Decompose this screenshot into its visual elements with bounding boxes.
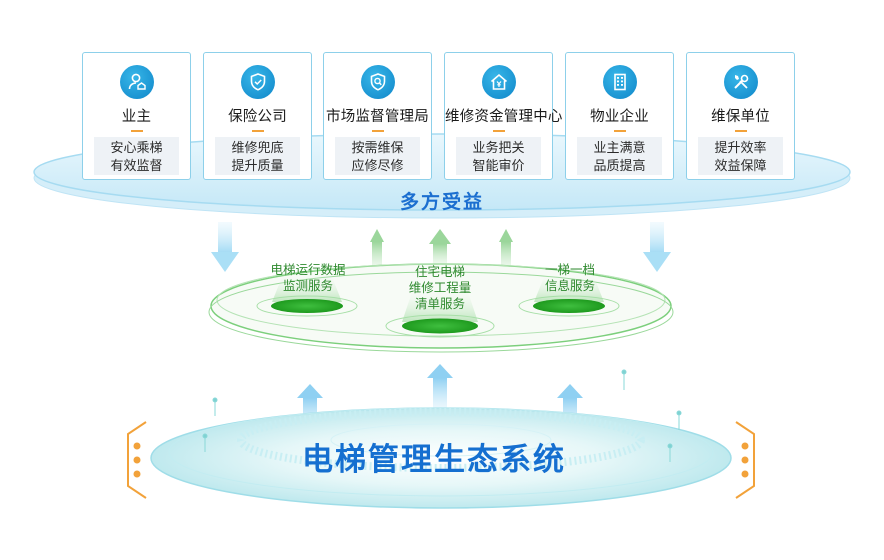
down-arrow-left [211, 222, 239, 272]
right-bracket-decoration [735, 421, 755, 499]
card-benefits: 业务把关 智能审价 [456, 137, 541, 175]
benefit-line: 有效监督 [110, 158, 163, 173]
divider [131, 130, 143, 132]
service-label-elevator-data: 电梯运行数据 监测服务 [262, 262, 354, 294]
benefit-line: 提升质量 [231, 158, 284, 173]
house-money-icon [482, 65, 516, 99]
shield-icon [241, 65, 275, 99]
service-line: 维修工程量 [408, 281, 472, 295]
card-benefits: 维修兜底 提升质量 [215, 137, 300, 175]
card-title: 业主 [121, 109, 152, 125]
benefit-line: 按需维保 [351, 140, 404, 155]
divider [252, 130, 264, 132]
card-market-supervision: 市场监督管理局 按需维保 应修尽修 [323, 52, 432, 180]
benefit-line: 维修兜底 [231, 140, 284, 155]
service-line: 电梯运行数据 [270, 263, 346, 277]
benefit-line: 提升效率 [714, 140, 767, 155]
benefit-line: 应修尽修 [351, 158, 404, 173]
card-property-company: 物业企业 业主满意 品质提高 [565, 52, 674, 180]
benefit-line: 智能审价 [472, 158, 525, 173]
benefit-line: 安心乘梯 [110, 140, 163, 155]
card-title: 保险公司 [228, 109, 287, 125]
benefit-line: 业主满意 [593, 140, 646, 155]
service-line: 住宅电梯 [414, 265, 465, 279]
card-insurance: 保险公司 维修兜底 提升质量 [203, 52, 312, 180]
benefit-line: 效益保障 [714, 158, 767, 173]
service-label-work-list: 住宅电梯 维修工程量 清单服务 [396, 264, 484, 312]
service-line: 监测服务 [282, 279, 333, 293]
left-bracket-decoration [127, 421, 147, 499]
wrench-screwdriver-icon [724, 65, 758, 99]
service-line: 一梯一档 [544, 263, 595, 277]
top-ring-label: 多方受益 [400, 192, 485, 213]
benefit-line: 品质提高 [593, 158, 646, 173]
card-owner: 业主 安心乘梯 有效监督 [82, 52, 191, 180]
card-maintenance-unit: 维保单位 提升效率 效益保障 [686, 52, 795, 180]
divider [614, 130, 626, 132]
card-title: 维修资金管理中心 [445, 109, 563, 125]
service-line: 信息服务 [544, 279, 595, 293]
card-title: 物业企业 [590, 109, 649, 125]
service-label-archive: 一梯一档 信息服务 [528, 262, 612, 294]
card-benefits: 提升效率 效益保障 [698, 137, 783, 175]
card-maintenance-fund-center: 维修资金管理中心 业务把关 智能审价 [444, 52, 563, 180]
card-title: 市场监督管理局 [326, 109, 429, 125]
card-benefits: 安心乘梯 有效监督 [94, 137, 179, 175]
divider [735, 130, 747, 132]
owner-icon [120, 65, 154, 99]
card-title: 维保单位 [711, 109, 770, 125]
main-title: 电梯管理生态系统 [302, 442, 566, 477]
building-icon [603, 65, 637, 99]
card-benefits: 按需维保 应修尽修 [335, 137, 420, 175]
down-arrow-right [643, 222, 671, 272]
benefit-line: 业务把关 [472, 140, 525, 155]
service-line: 清单服务 [414, 297, 465, 311]
divider [372, 130, 384, 132]
magnifier-shield-icon [361, 65, 395, 99]
divider [493, 130, 505, 132]
card-benefits: 业主满意 品质提高 [577, 137, 662, 175]
